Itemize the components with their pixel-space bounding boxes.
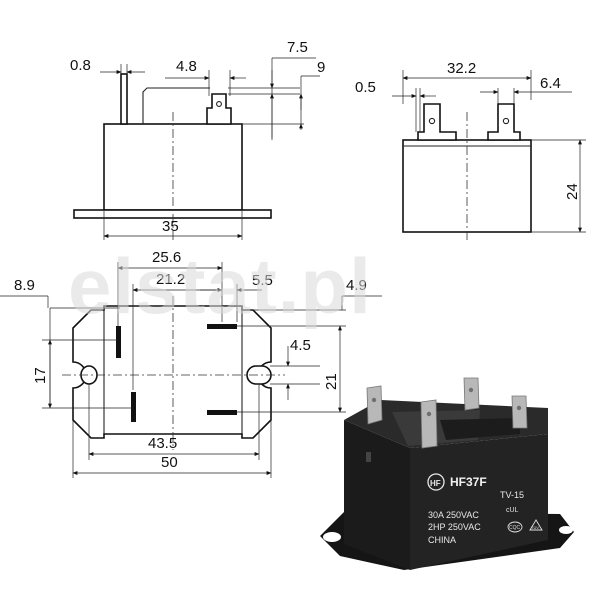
side-view: 0.8 4.8 7.5 9 35	[70, 39, 325, 240]
dim-top-hole-spacing: 17	[32, 367, 49, 384]
dim-top-right-offset: 4.9	[346, 277, 367, 294]
dim-top-outer-pin-span: 25.6	[152, 249, 181, 266]
dim-top-pin-gap: 5.5	[252, 272, 273, 289]
photo-rating-line2: 2HP 250VAC	[428, 522, 481, 532]
dim-top-left-offset: 8.9	[14, 277, 35, 294]
photo-terminals	[366, 377, 528, 449]
photo-terminal-holes	[371, 387, 522, 417]
dim-top-slot-width: 4.5	[290, 337, 311, 354]
photo-left-face	[344, 420, 410, 570]
photo-cert-tuv: TÜV	[531, 525, 539, 530]
dim-top-overall-width: 50	[161, 454, 178, 471]
photo-cert-cqc-icon	[507, 521, 523, 533]
photo-origin: CHINA	[428, 535, 456, 545]
top-view: 25.6 21.2 5.5 8.9 17 4.9 21	[0, 249, 382, 478]
photo-cert-cqc: CQC	[509, 525, 521, 531]
dim-end-height: 24	[564, 183, 581, 200]
photo-brand-logo: HF	[430, 479, 441, 488]
dim-side-pin-offset: 4.8	[176, 58, 197, 75]
end-tab-left	[417, 103, 457, 141]
photo-cert-tuv-icon	[529, 519, 543, 531]
photo-cert-cul: cUL	[506, 507, 519, 514]
photo-front-face	[410, 434, 548, 570]
photo-rating-line1: 30A 250VAC	[428, 510, 479, 520]
photo-variant: TV-15	[500, 490, 524, 500]
dim-end-tab-width: 6.4	[540, 75, 561, 92]
dim-side-pin-thickness: 0.8	[70, 57, 91, 74]
top-tab-1	[207, 324, 237, 329]
dim-end-width: 32.2	[447, 60, 476, 77]
side-tab	[206, 93, 232, 125]
dim-side-tab-height: 9	[317, 59, 325, 76]
dim-top-mount-span: 43.5	[148, 435, 177, 452]
side-base-flange	[73, 209, 272, 219]
end-view: 32.2 6.4 0.5 24	[355, 60, 586, 240]
watermark-text: elstat.pl	[68, 242, 372, 330]
dim-side-tab-offset: 7.5	[287, 39, 308, 56]
dim-end-pin-thickness: 0.5	[355, 79, 376, 96]
dim-side-base-width: 35	[162, 218, 179, 235]
side-pin-bent	[142, 87, 210, 124]
top-tab-2	[207, 410, 237, 415]
top-pin-1	[116, 326, 121, 358]
photo-brand-logo-icon	[427, 473, 445, 491]
dim-top-inner-pin-span: 21.2	[156, 271, 185, 288]
dim-top-height: 21	[323, 373, 340, 390]
photo-model: HF37F	[450, 475, 487, 489]
top-pin-2	[131, 392, 136, 422]
relay-photo: HF HF37F TV-15 30A 250VAC 2HP 250VAC CHI…	[320, 377, 574, 570]
side-tab-hole	[216, 101, 222, 107]
side-pin-left	[120, 73, 128, 125]
